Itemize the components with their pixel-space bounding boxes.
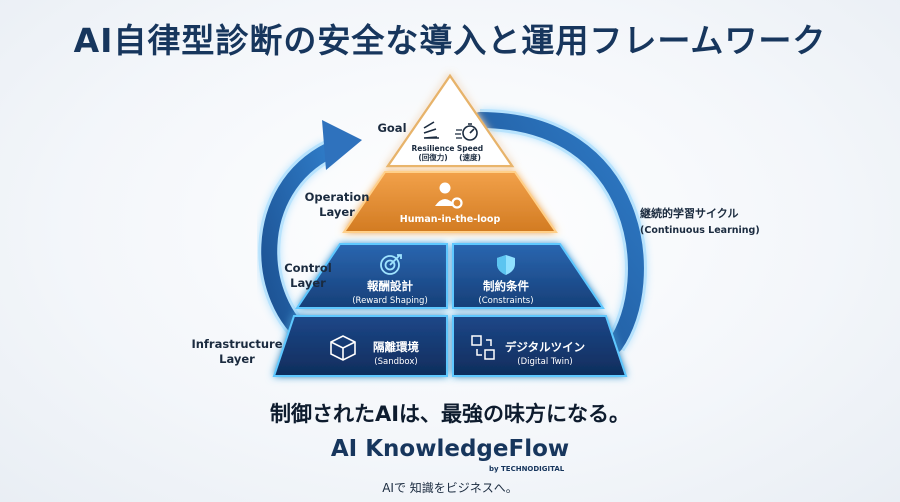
reward-shaping-main: 報酬設計 xyxy=(367,279,413,293)
control-layer-label: Control Layer xyxy=(284,261,332,290)
sandbox-block xyxy=(272,315,448,377)
speed-text: Speed xyxy=(456,144,484,153)
digital-twin-label: デジタルツイン (Digital Twin) xyxy=(495,339,595,367)
digital-twin-main: デジタルツイン xyxy=(504,340,586,354)
continuous-learning-en: (Continuous Learning) xyxy=(640,225,760,236)
resilience-text: Resilience xyxy=(411,144,455,153)
digital-twin-block xyxy=(452,315,628,377)
user-gear-icon xyxy=(435,182,463,209)
resilience-icon xyxy=(423,121,439,139)
operation-layer-label: Operation Layer xyxy=(304,190,370,219)
reward-shaping-sub: (Reward Shaping) xyxy=(352,296,428,306)
target-icon xyxy=(380,254,402,275)
goal-layer-label: Goal xyxy=(377,121,407,135)
speed-label: Speed (速度) xyxy=(452,144,488,162)
reward-shaping-block xyxy=(295,243,448,309)
human-in-the-loop-text: Human-in-the-loop xyxy=(399,214,501,225)
digital-twin-sub: (Digital Twin) xyxy=(517,357,573,367)
shield-icon xyxy=(497,255,515,275)
reward-shaping-label: 報酬設計 (Reward Shaping) xyxy=(340,278,440,306)
sandbox-sub: (Sandbox) xyxy=(374,357,418,367)
resilience-jp-text: (回復力) xyxy=(418,153,448,162)
resilience-label: Resilience (回復力) xyxy=(410,144,456,162)
constraints-sub: (Constraints) xyxy=(478,296,534,306)
speed-jp-text: (速度) xyxy=(459,153,481,162)
tagline: 制御されたAIは、最強の味方になる。 xyxy=(269,402,631,426)
constraints-block xyxy=(452,243,605,309)
sandbox-main: 隔離環境 xyxy=(373,340,419,354)
box-icon xyxy=(330,335,356,361)
human-in-the-loop-label: Human-in-the-loop xyxy=(380,212,520,225)
brand-logo-text: AI KnowledgeFlow xyxy=(330,436,570,462)
infrastructure-layer-label: Infrastructure Layer xyxy=(191,337,283,366)
sandbox-label: 隔離環境 (Sandbox) xyxy=(356,339,436,367)
constraints-main: 制約条件 xyxy=(483,279,529,293)
brand-slogan: AIで 知識をビジネスへ。 xyxy=(382,481,518,495)
page-title: AI自律型診断の安全な導入と運用フレームワーク xyxy=(73,21,827,60)
speed-icon xyxy=(455,123,478,141)
continuous-learning-label: 継続的学習サイクル (Continuous Learning) xyxy=(640,206,760,239)
constraints-label: 制約条件 (Constraints) xyxy=(456,278,556,306)
continuous-learning-jp: 継続的学習サイクル xyxy=(640,207,739,220)
digital-twin-icon xyxy=(471,335,495,360)
brand-byline: by TECHNODIGITAL xyxy=(489,465,565,473)
